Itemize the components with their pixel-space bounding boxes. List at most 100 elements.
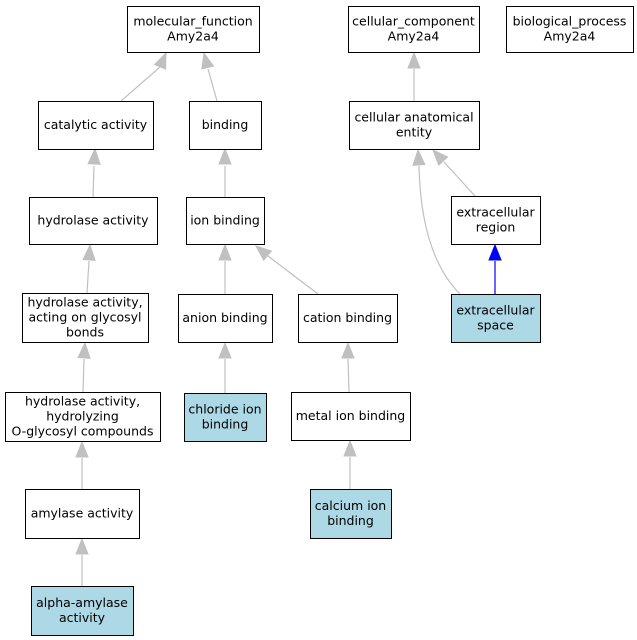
node-box [451,196,541,245]
node-label-line: metal ion binding [296,408,406,423]
edge-ion_binding-to-binding [218,147,232,197]
arrowhead-icon [254,245,273,262]
edge-alpha-to-amylase [75,537,89,586]
node-metal[interactable]: metal ion binding [291,392,411,441]
edge-cae-to-cc_root [407,51,421,101]
edge-chloride-to-anion [218,341,232,393]
node-hydrolase[interactable]: hydrolase activity [29,197,158,245]
node-hydro-oglyco[interactable]: hydrolase activity,hydrolyzingO-glycosyl… [5,392,161,442]
edge-ext_region-to-cae [432,149,476,197]
node-label-line: hydrolase activity, [25,394,140,409]
node-box [506,6,634,53]
edge-line [120,66,161,102]
node-label-line: binding [202,417,249,432]
edge-line [207,68,218,102]
node-box [5,392,161,442]
edge-metal-to-cation [341,341,355,393]
arrowhead-icon [75,440,89,458]
arrowhead-icon [201,51,215,70]
node-label-line: amylase activity [31,506,134,521]
edge-hydro_oglyco-to-hydro_glyco [77,341,91,393]
arrowhead-icon [218,341,232,359]
node-label-line: ion binding [190,213,260,228]
node-anion[interactable]: anion binding [178,294,273,343]
node-label-line: anion binding [182,310,267,325]
edge-ext_space-to-cae [412,148,461,295]
node-catalytic[interactable]: catalytic activity [38,101,154,150]
node-box [31,586,134,636]
node-box [451,294,541,343]
arrowhead-icon [77,341,91,359]
node-label-line: Amy2a4 [167,29,219,44]
edge-line [418,165,461,295]
node-label-line: calcium ion [315,498,386,513]
node-amylase[interactable]: amylase activity [25,489,140,539]
arrowhead-icon [87,147,101,165]
node-label-line: space [477,318,514,333]
node-box [298,294,398,343]
node-label-line: extracellular [456,205,535,220]
node-label-line: catalytic activity [44,117,148,132]
node-label-line: cellular_component [352,14,475,29]
node-box [310,489,392,539]
edge-binding-to-mf_root [201,51,218,102]
edge-line [82,358,85,393]
edge-ext_space-to-ext_region [488,243,502,294]
node-box [186,197,265,245]
node-box [29,197,158,245]
node-label-line: activity [59,610,106,625]
arrowhead-icon [153,51,167,70]
arrowhead-icon [75,537,89,555]
node-label-line: region [476,220,516,235]
arrowhead-icon [218,147,232,165]
node-label-line: extracellular [456,303,535,318]
node-box [348,6,480,53]
node-box [25,489,140,539]
node-hydro-glyco[interactable]: hydrolase activity,acting on glycosylbon… [22,293,149,343]
node-box [38,101,154,150]
node-label-line: Amy2a4 [388,29,440,44]
node-label-line: cellular anatomical [354,110,473,125]
node-box [127,6,260,53]
node-label-line: cation binding [303,310,392,325]
node-label-line: hydrolyzing [46,409,119,424]
arrowhead-icon [432,149,449,166]
node-ion-binding[interactable]: ion binding [186,197,265,245]
node-label-line: acting on glycosyl [29,310,142,325]
node-box [22,293,149,343]
node-binding[interactable]: binding [189,101,262,150]
edge-layer [75,51,502,586]
node-cation[interactable]: cation binding [298,294,398,343]
node-label-line: bonds [66,325,104,340]
edge-line [267,255,319,295]
edge-hydrolase-to-catalytic [87,147,101,198]
node-box [291,392,411,441]
node-label-line: O-glycosyl compounds [12,424,154,439]
node-label-line: hydrolase activity [37,213,149,228]
node-box [349,101,480,150]
edge-anion-to-ion_binding [218,243,232,294]
arrowhead-icon [488,243,502,261]
edge-line [347,358,350,393]
edge-amylase-to-hydro_oglyco [75,440,89,489]
node-label-line: chloride ion [188,402,261,417]
node-box [184,393,267,442]
node-label-line: alpha-amylase [36,595,128,610]
edge-hydro_glyco-to-hydrolase [82,243,96,294]
arrowhead-icon [218,243,232,261]
arrowhead-icon [407,51,421,69]
edge-line [92,165,95,198]
edge-catalytic-to-mf_root [120,51,167,102]
arrowhead-icon [343,439,357,457]
